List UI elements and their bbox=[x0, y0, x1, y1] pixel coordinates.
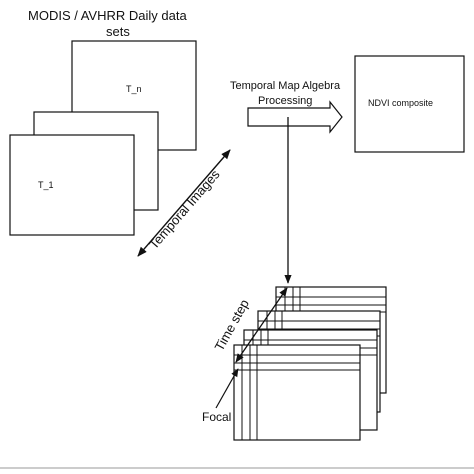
ndvi-composite-label: NDVI composite bbox=[368, 98, 433, 108]
title-line-1: MODIS / AVHRR Daily data bbox=[28, 8, 187, 23]
daily-image-stack: T_n T_1 bbox=[9, 40, 197, 236]
image-label-t-1: T_1 bbox=[38, 180, 54, 190]
process-label-line-1: Temporal Map Algebra bbox=[230, 80, 341, 92]
grid-image-stack bbox=[233, 286, 387, 441]
focal-label: Focal bbox=[202, 410, 231, 424]
grid-lines-front bbox=[234, 345, 360, 440]
time-step-arrow bbox=[235, 287, 288, 363]
title-line-2: sets bbox=[106, 24, 130, 39]
ndvi-composite-box bbox=[354, 55, 465, 153]
processing-arrow bbox=[247, 100, 343, 134]
image-frame-t-1 bbox=[9, 134, 135, 236]
image-label-t-n: T_n bbox=[126, 84, 142, 94]
focal-pointer-arrow bbox=[215, 368, 239, 409]
process-label-line-2: Processing bbox=[258, 95, 312, 107]
grid-frame-front bbox=[233, 344, 361, 441]
temporal-images-arrow bbox=[137, 149, 231, 257]
